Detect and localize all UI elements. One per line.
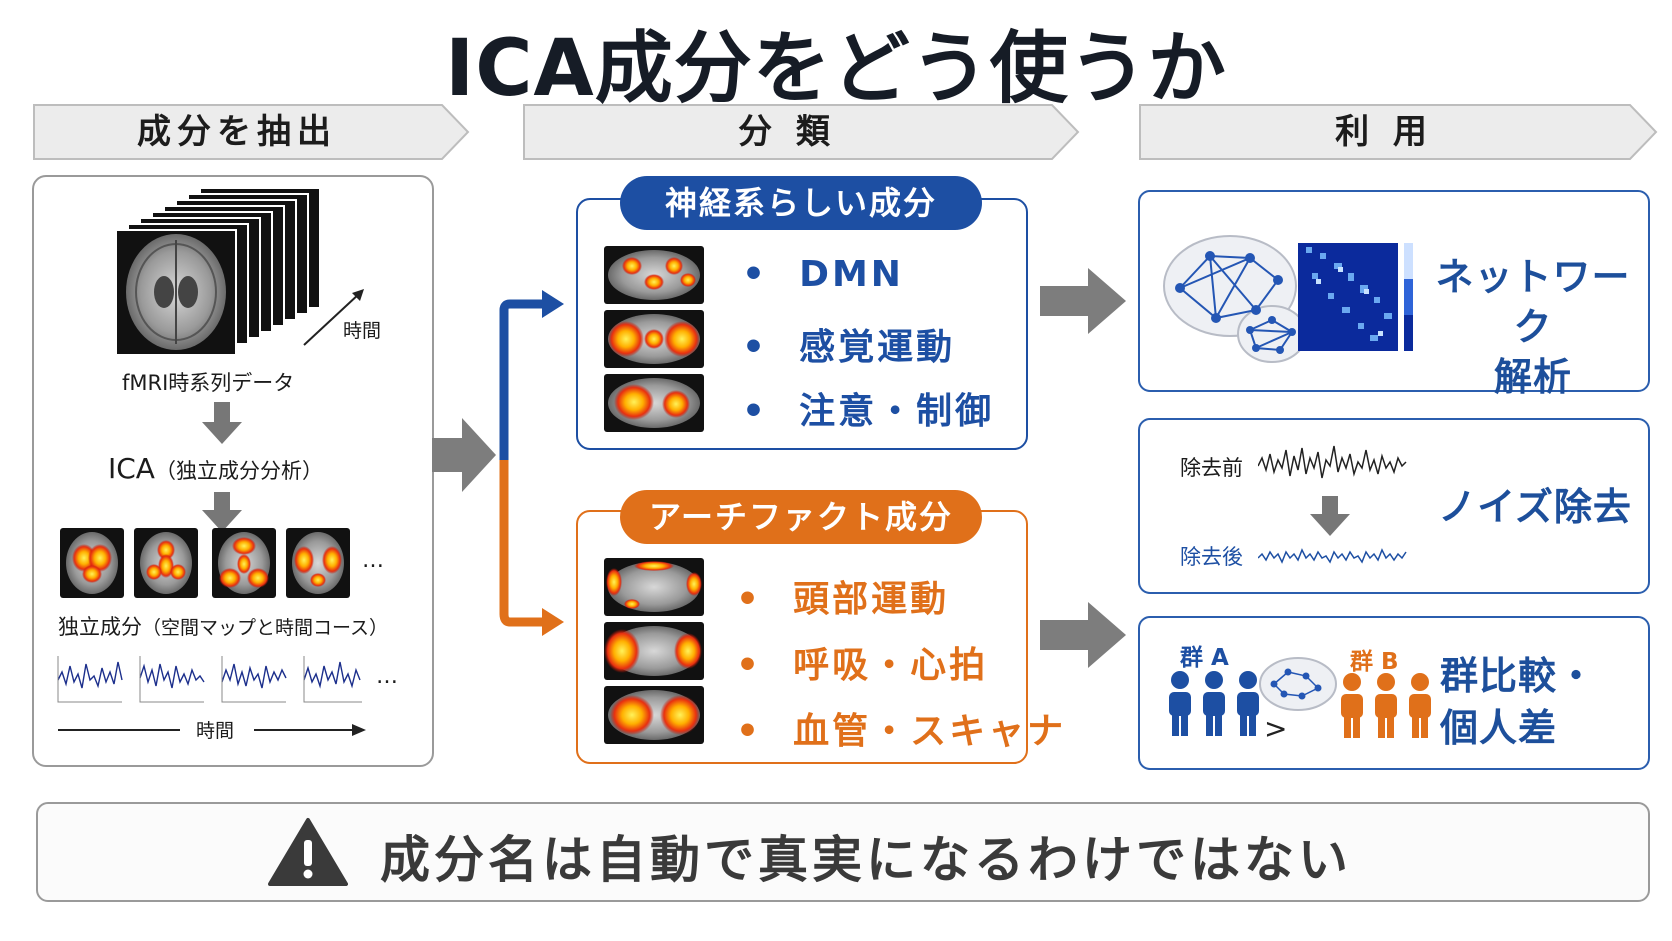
brain-network-icon bbox=[1163, 235, 1307, 363]
warning-text: 成分名は自動で真実になるわけではない bbox=[380, 831, 1352, 889]
warning-triangle-icon bbox=[268, 818, 348, 886]
page-title: ICA成分をどう使うか bbox=[445, 24, 1227, 114]
split-connector bbox=[499, 290, 564, 636]
neural-item-2: • 感覚運動 bbox=[742, 327, 956, 368]
time-course-plots bbox=[57, 656, 362, 703]
artifact-item-label: 頭部運動 bbox=[793, 579, 950, 620]
more-ellipsis: … bbox=[376, 664, 398, 689]
artifact-item-1: • 頭部運動 bbox=[736, 579, 950, 620]
ica-label-main: ICA bbox=[108, 452, 155, 485]
physiological-map bbox=[604, 622, 704, 680]
component-map-1 bbox=[60, 528, 124, 598]
neural-item-label: 注意・制御 bbox=[799, 391, 995, 432]
component-map-3 bbox=[212, 528, 276, 598]
stage-label: 利 用 bbox=[1335, 112, 1433, 152]
head-motion-map bbox=[604, 558, 704, 616]
components-label: 独立成分（空間マップと時間コース） bbox=[58, 611, 388, 641]
signal-after-trace bbox=[1258, 548, 1407, 564]
component-map-2 bbox=[134, 528, 198, 598]
neural-item-1: • DMN bbox=[742, 254, 904, 295]
fmri-label: fMRI時系列データ bbox=[122, 371, 295, 395]
stage-header-classify: 分 類 bbox=[522, 103, 1082, 161]
ica-label-sub: （独立成分分析） bbox=[154, 459, 323, 483]
after-label: 除去後 bbox=[1180, 545, 1243, 569]
attention-map bbox=[604, 374, 704, 432]
stage-label: 成分を抽出 bbox=[137, 112, 337, 152]
group-comparison-label-line2: 個人差 bbox=[1440, 706, 1558, 750]
fmri-volume-stack bbox=[115, 188, 321, 356]
denoise-box bbox=[1138, 418, 1650, 594]
artifact-item-label: 血管・スキャナ bbox=[793, 711, 1067, 752]
stage-header-use: 利 用 bbox=[1138, 103, 1660, 161]
network-analysis-label: ネットワーク 解析 bbox=[1428, 252, 1638, 402]
stage-label: 分 類 bbox=[738, 112, 836, 152]
network-analysis-label-line1: ネットワーク bbox=[1435, 255, 1631, 349]
connectivity-matrix-icon bbox=[1298, 243, 1413, 351]
signal-before-trace bbox=[1258, 445, 1407, 479]
dmn-map bbox=[604, 246, 704, 304]
neural-component-title: 神経系らしい成分 bbox=[620, 176, 982, 230]
more-ellipsis: … bbox=[362, 548, 384, 573]
group-a-label: 群 A bbox=[1180, 645, 1229, 671]
neural-item-label: 感覚運動 bbox=[799, 327, 956, 368]
group-comparison-label: 群比較・ 個人差 bbox=[1440, 650, 1640, 754]
flow-arrow-extract-to-classify bbox=[432, 418, 496, 492]
ica-label: ICA（独立成分分析） bbox=[108, 452, 323, 485]
group-comparison-label-line1: 群比較・ bbox=[1440, 654, 1597, 698]
comparator-symbol: > bbox=[1264, 712, 1288, 745]
flow-arrow-neural-to-use bbox=[1040, 268, 1126, 334]
down-arrow bbox=[1310, 496, 1350, 536]
down-arrow bbox=[202, 402, 242, 444]
vascular-scanner-map bbox=[604, 686, 704, 744]
flow-arrow-artifact-to-use bbox=[1040, 602, 1126, 668]
time-direction-arrow bbox=[303, 289, 364, 346]
stage-arrow-shape bbox=[33, 104, 470, 160]
artifact-item-label: 呼吸・心拍 bbox=[793, 645, 989, 686]
time-axis-arrow bbox=[58, 724, 366, 736]
down-arrow bbox=[202, 492, 242, 532]
neural-item-3: • 注意・制御 bbox=[742, 391, 995, 432]
group-a-people-icon bbox=[1169, 671, 1259, 736]
denoise-label: ノイズ除去 bbox=[1438, 485, 1632, 529]
group-b-people-icon bbox=[1341, 673, 1431, 738]
component-map-4 bbox=[286, 528, 350, 598]
time-axis-label: 時間 bbox=[196, 720, 235, 742]
neural-item-label: DMN bbox=[799, 254, 904, 295]
time-label: 時間 bbox=[343, 320, 382, 342]
artifact-item-3: • 血管・スキャナ bbox=[736, 711, 1067, 752]
sensorimotor-map bbox=[604, 310, 704, 368]
group-b-label: 群 B bbox=[1350, 649, 1399, 675]
artifact-component-title: アーチファクト成分 bbox=[620, 490, 982, 544]
stage-arrow-shape bbox=[523, 104, 1080, 160]
components-label-sub: （空間マップと時間コース） bbox=[142, 617, 389, 639]
before-label: 除去前 bbox=[1180, 456, 1243, 480]
artifact-item-2: • 呼吸・心拍 bbox=[736, 645, 989, 686]
group-comparison-box bbox=[1138, 616, 1650, 770]
brain-compare-icon bbox=[1259, 657, 1337, 711]
stage-header-extract: 成分を抽出 bbox=[32, 103, 472, 161]
components-label-main: 独立成分 bbox=[58, 615, 142, 639]
network-analysis-label-line2: 解析 bbox=[1493, 355, 1572, 399]
stage-arrow-shape bbox=[1139, 104, 1658, 160]
